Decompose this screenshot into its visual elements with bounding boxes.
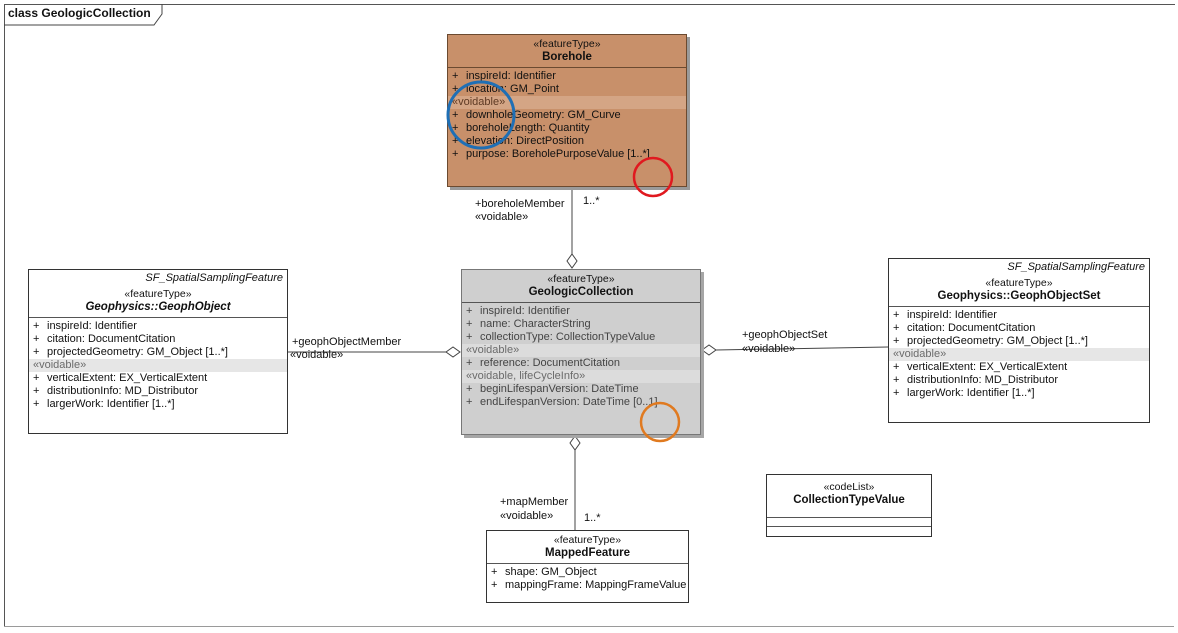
role-label-borehole-member: +boreholeMember xyxy=(475,198,565,210)
attribute-row[interactable]: +reference: DocumentCitation xyxy=(466,357,621,369)
attribute-row[interactable]: +inspireId: Identifier xyxy=(893,309,997,321)
class-stereotype: «featureType» xyxy=(124,288,192,300)
class-stereotype: «codeList» xyxy=(823,481,875,493)
class-geologic-collection[interactable]: «featureType» GeologicCollection +inspir… xyxy=(461,269,701,435)
class-geoph-object[interactable]: SF_SpatialSamplingFeature «featureType» … xyxy=(28,269,288,434)
class-stereotype: «featureType» xyxy=(985,277,1053,289)
class-borehole[interactable]: «featureType» Borehole +inspireId: Ident… xyxy=(447,34,687,187)
attribute-row[interactable]: +verticalExtent: EX_VerticalExtent xyxy=(33,372,208,384)
role-label-geoph-object-set: +geophObjectSet xyxy=(742,329,828,341)
class-name: GeologicCollection xyxy=(528,286,634,298)
stereotype-label-geoph-object-member: «voidable» xyxy=(290,349,344,361)
attribute-group-label: «voidable, lifeCycleInfo» xyxy=(462,370,700,383)
role-label-map-member: +mapMember xyxy=(500,496,569,508)
attribute-row[interactable]: +largerWork: Identifier [1..*] xyxy=(893,387,1035,399)
role-label-geoph-object-member: +geophObjectMember xyxy=(292,336,402,348)
stereotype-label-map-member: «voidable» xyxy=(500,510,554,522)
class-stereotype: «featureType» xyxy=(533,38,601,50)
frame-tab-outline xyxy=(4,4,163,26)
attribute-row[interactable]: +projectedGeometry: GM_Object [1..*] xyxy=(33,346,228,358)
class-collection-type-value[interactable]: «codeList» CollectionTypeValue xyxy=(766,474,932,537)
attribute-row[interactable]: +projectedGeometry: GM_Object [1..*] xyxy=(893,335,1088,347)
class-geoph-object-set[interactable]: SF_SpatialSamplingFeature «featureType» … xyxy=(888,258,1150,423)
attribute-row[interactable]: +citation: DocumentCitation xyxy=(33,333,176,345)
highlight-circle-orange xyxy=(639,401,681,443)
attribute-row[interactable]: +distributionInfo: MD_Distributor xyxy=(33,385,199,397)
class-name: MappedFeature xyxy=(545,547,630,559)
class-tagged-supertype: SF_SpatialSamplingFeature xyxy=(1007,261,1145,273)
diagram-frame xyxy=(4,4,1175,627)
aggregation-diamond-left xyxy=(445,346,461,358)
attribute-row[interactable]: +collectionType: CollectionTypeValue xyxy=(466,331,656,343)
attribute-row[interactable]: +verticalExtent: EX_VerticalExtent xyxy=(893,361,1068,373)
assoc-line-geophobjectset xyxy=(715,346,889,351)
class-mapped-feature[interactable]: «featureType» MappedFeature +shape: GM_O… xyxy=(486,530,689,603)
class-tagged-supertype: SF_SpatialSamplingFeature xyxy=(145,272,283,284)
aggregation-diamond-bottom xyxy=(569,435,581,451)
class-stereotype: «featureType» xyxy=(553,534,622,546)
attribute-row[interactable]: +boreholeLength: Quantity xyxy=(452,122,590,134)
class-name: Borehole xyxy=(542,51,592,63)
attribute-group-label: «voidable» xyxy=(462,344,700,357)
highlight-circle-blue xyxy=(446,80,516,150)
frame-title: class GeologicCollection xyxy=(8,6,151,20)
attribute-row[interactable]: +name: CharacterString xyxy=(466,318,591,330)
aggregation-diamond-right xyxy=(701,344,717,356)
attribute-row[interactable]: +mappingFrame: MappingFrameValue xyxy=(491,579,687,591)
class-name: Geophysics::GeophObject xyxy=(85,301,231,313)
multiplicity-label-map-member: 1..* xyxy=(584,512,601,524)
attribute-row[interactable]: +shape: GM_Object xyxy=(491,566,597,578)
multiplicity-label-borehole-member: 1..* xyxy=(583,195,600,207)
attribute-row[interactable]: +citation: DocumentCitation xyxy=(893,322,1036,334)
class-name: CollectionTypeValue xyxy=(793,494,905,506)
attribute-row[interactable]: +endLifespanVersion: DateTime [0..1] xyxy=(466,396,658,408)
attribute-row[interactable]: +location: GM_Point xyxy=(452,83,559,95)
class-stereotype: «featureType» xyxy=(547,273,615,285)
bottom-rule xyxy=(4,626,1174,627)
attribute-row[interactable]: +purpose: BoreholePurposeValue [1..*] xyxy=(452,148,650,160)
class-name: Geophysics::GeophObjectSet xyxy=(937,290,1101,302)
stereotype-label-geoph-object-set: «voidable» xyxy=(742,343,796,355)
attribute-row[interactable]: +beginLifespanVersion: DateTime xyxy=(466,383,639,395)
attribute-row[interactable]: +inspireId: Identifier xyxy=(33,320,137,332)
attribute-group-label: «voidable» xyxy=(448,96,686,109)
attribute-group-label: «voidable» xyxy=(29,359,287,372)
attribute-row[interactable]: +largerWork: Identifier [1..*] xyxy=(33,398,175,410)
attribute-group-label: «voidable» xyxy=(889,348,1149,361)
attribute-row[interactable]: +inspireId: Identifier xyxy=(452,70,556,82)
attribute-row[interactable]: +inspireId: Identifier xyxy=(466,305,570,317)
stereotype-label-borehole-member: «voidable» xyxy=(475,211,529,223)
attribute-row[interactable]: +downholeGeometry: GM_Curve xyxy=(452,109,621,121)
aggregation-diamond-top xyxy=(566,253,578,269)
highlight-circle-red xyxy=(632,156,674,198)
attribute-row[interactable]: +distributionInfo: MD_Distributor xyxy=(893,374,1059,386)
